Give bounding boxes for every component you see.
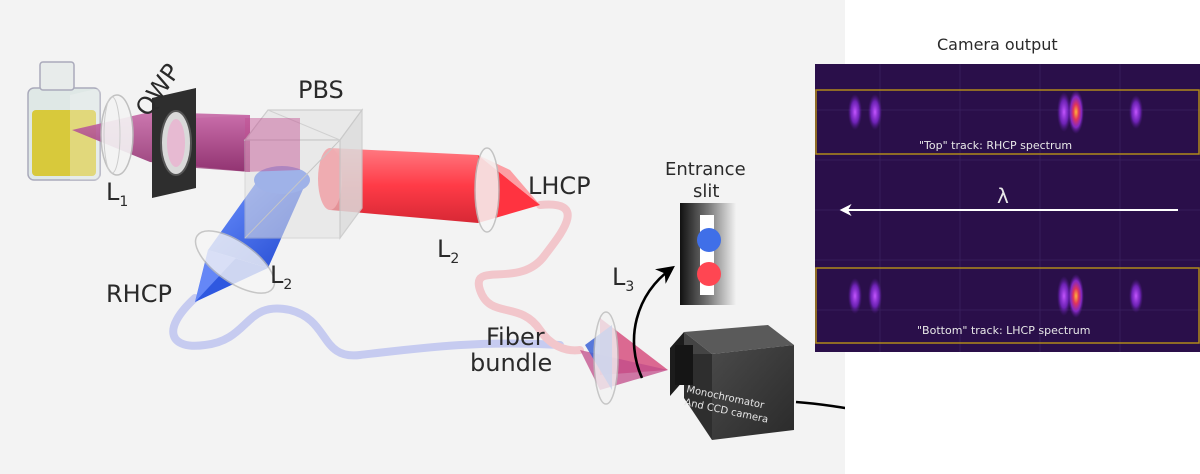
- bottom-spectral-line-peak: [1068, 274, 1084, 318]
- bottom-track-box: [815, 267, 1200, 344]
- quarter-wave-plate: [152, 88, 196, 198]
- camera-output-title: Camera output: [937, 35, 1058, 54]
- label-entrance-slit-line2: slit: [693, 181, 719, 202]
- monochromator-ccd: Monochromator And CCD camera: [670, 325, 794, 440]
- top-track-label: "Top" track: RHCP spectrum: [919, 139, 1072, 152]
- lens-l2-rhcp: [194, 230, 276, 294]
- label-l2-lhcp: L2: [437, 235, 459, 267]
- lens-l2-lhcp: [474, 147, 500, 233]
- label-entrance-slit-line1: Entrance: [665, 159, 746, 180]
- bottom-spectral-line: [1129, 279, 1143, 313]
- label-lhcp: LHCP: [528, 172, 591, 200]
- label-pbs: PBS: [298, 76, 344, 104]
- label-l2-rhcp: L2: [270, 261, 292, 293]
- top-spectral-line: [1129, 95, 1143, 129]
- lens-l1: [100, 94, 134, 176]
- slit-lhcp-spot: [697, 262, 721, 286]
- top-spectral-line-peak: [1068, 90, 1084, 134]
- label-l3: L3: [612, 263, 634, 295]
- label-rhcp: RHCP: [106, 280, 172, 308]
- wavelength-label: λ: [997, 184, 1009, 208]
- top-track-box: [815, 89, 1200, 155]
- top-spectral-line: [1057, 92, 1071, 132]
- top-spectral-line: [848, 94, 862, 130]
- label-fiber-bundle-line2: bundle: [470, 349, 552, 377]
- arrow-to-slit: [632, 265, 675, 379]
- entrance-slit: [680, 203, 736, 305]
- bottom-spectral-line: [848, 278, 862, 314]
- top-spectral-line: [868, 94, 882, 130]
- bottom-track-label: "Bottom" track: LHCP spectrum: [917, 324, 1090, 337]
- fiber-rhcp: [169, 294, 564, 360]
- slit-rhcp-spot: [697, 228, 721, 252]
- fiber-lhcp: [474, 200, 584, 355]
- bottom-spectral-line: [1057, 276, 1071, 316]
- label-fiber-bundle-line1: Fiber: [486, 323, 545, 351]
- bottom-spectral-line: [868, 278, 882, 314]
- label-l1: L1: [106, 178, 128, 210]
- camera-output-panel: Camera output "Top" track: RHCP spectrum…: [815, 0, 1200, 474]
- polarizing-beam-splitter: [243, 108, 364, 240]
